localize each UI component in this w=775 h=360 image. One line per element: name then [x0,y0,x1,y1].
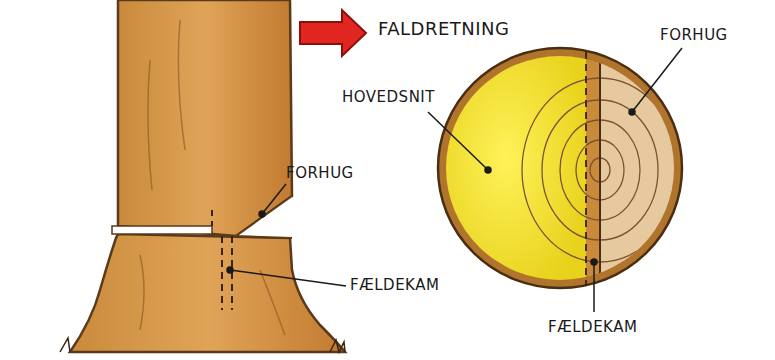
notch-edge [599,50,601,290]
part-label: FÆLDEKAM [350,276,439,294]
tree-trunk [118,0,292,236]
hinge-line [211,210,213,226]
bark-texture [140,20,285,335]
tree-base [70,234,345,352]
part-label: HOVEDSNIT [342,88,435,106]
hinge-line [585,52,587,286]
notch [236,196,292,238]
main-cut [112,226,212,234]
main-cut-area [440,50,586,290]
hinge-strip [586,50,600,290]
leader-lines [227,48,682,312]
grass [60,338,345,352]
part-label: FORHUG [286,164,354,182]
fall-direction-label: FALDRETNING [378,18,509,39]
hinge-line [221,236,223,310]
fall-direction-arrow [300,10,366,56]
part-label: FÆLDEKAM [548,318,637,336]
part-label: FORHUG [660,26,728,44]
